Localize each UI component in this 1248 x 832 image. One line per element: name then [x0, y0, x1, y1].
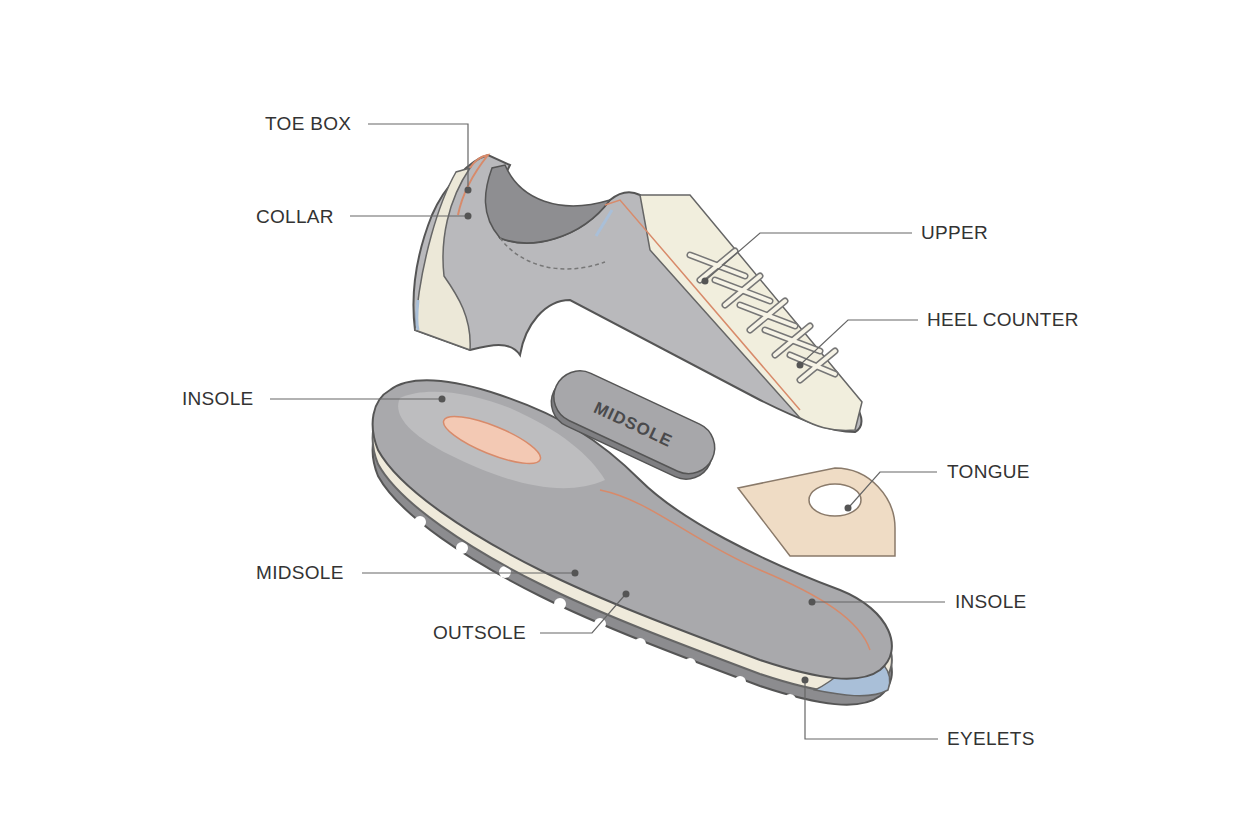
part-label: OUTSOLE — [433, 622, 526, 644]
part-label: TONGUE — [947, 461, 1030, 483]
leader-dots — [439, 187, 852, 684]
part-label: MIDSOLE — [256, 562, 344, 584]
part-label: HEEL COUNTER — [927, 309, 1079, 331]
part-label: INSOLE — [955, 591, 1027, 613]
shoe-upper — [414, 155, 862, 432]
part-label: INSOLE — [182, 388, 254, 410]
part-label: COLLAR — [256, 206, 334, 228]
leader-lines — [270, 124, 945, 739]
part-label: TOE BOX — [265, 113, 351, 135]
part-label: UPPER — [921, 222, 988, 244]
part-label: EYELETS — [947, 728, 1035, 750]
